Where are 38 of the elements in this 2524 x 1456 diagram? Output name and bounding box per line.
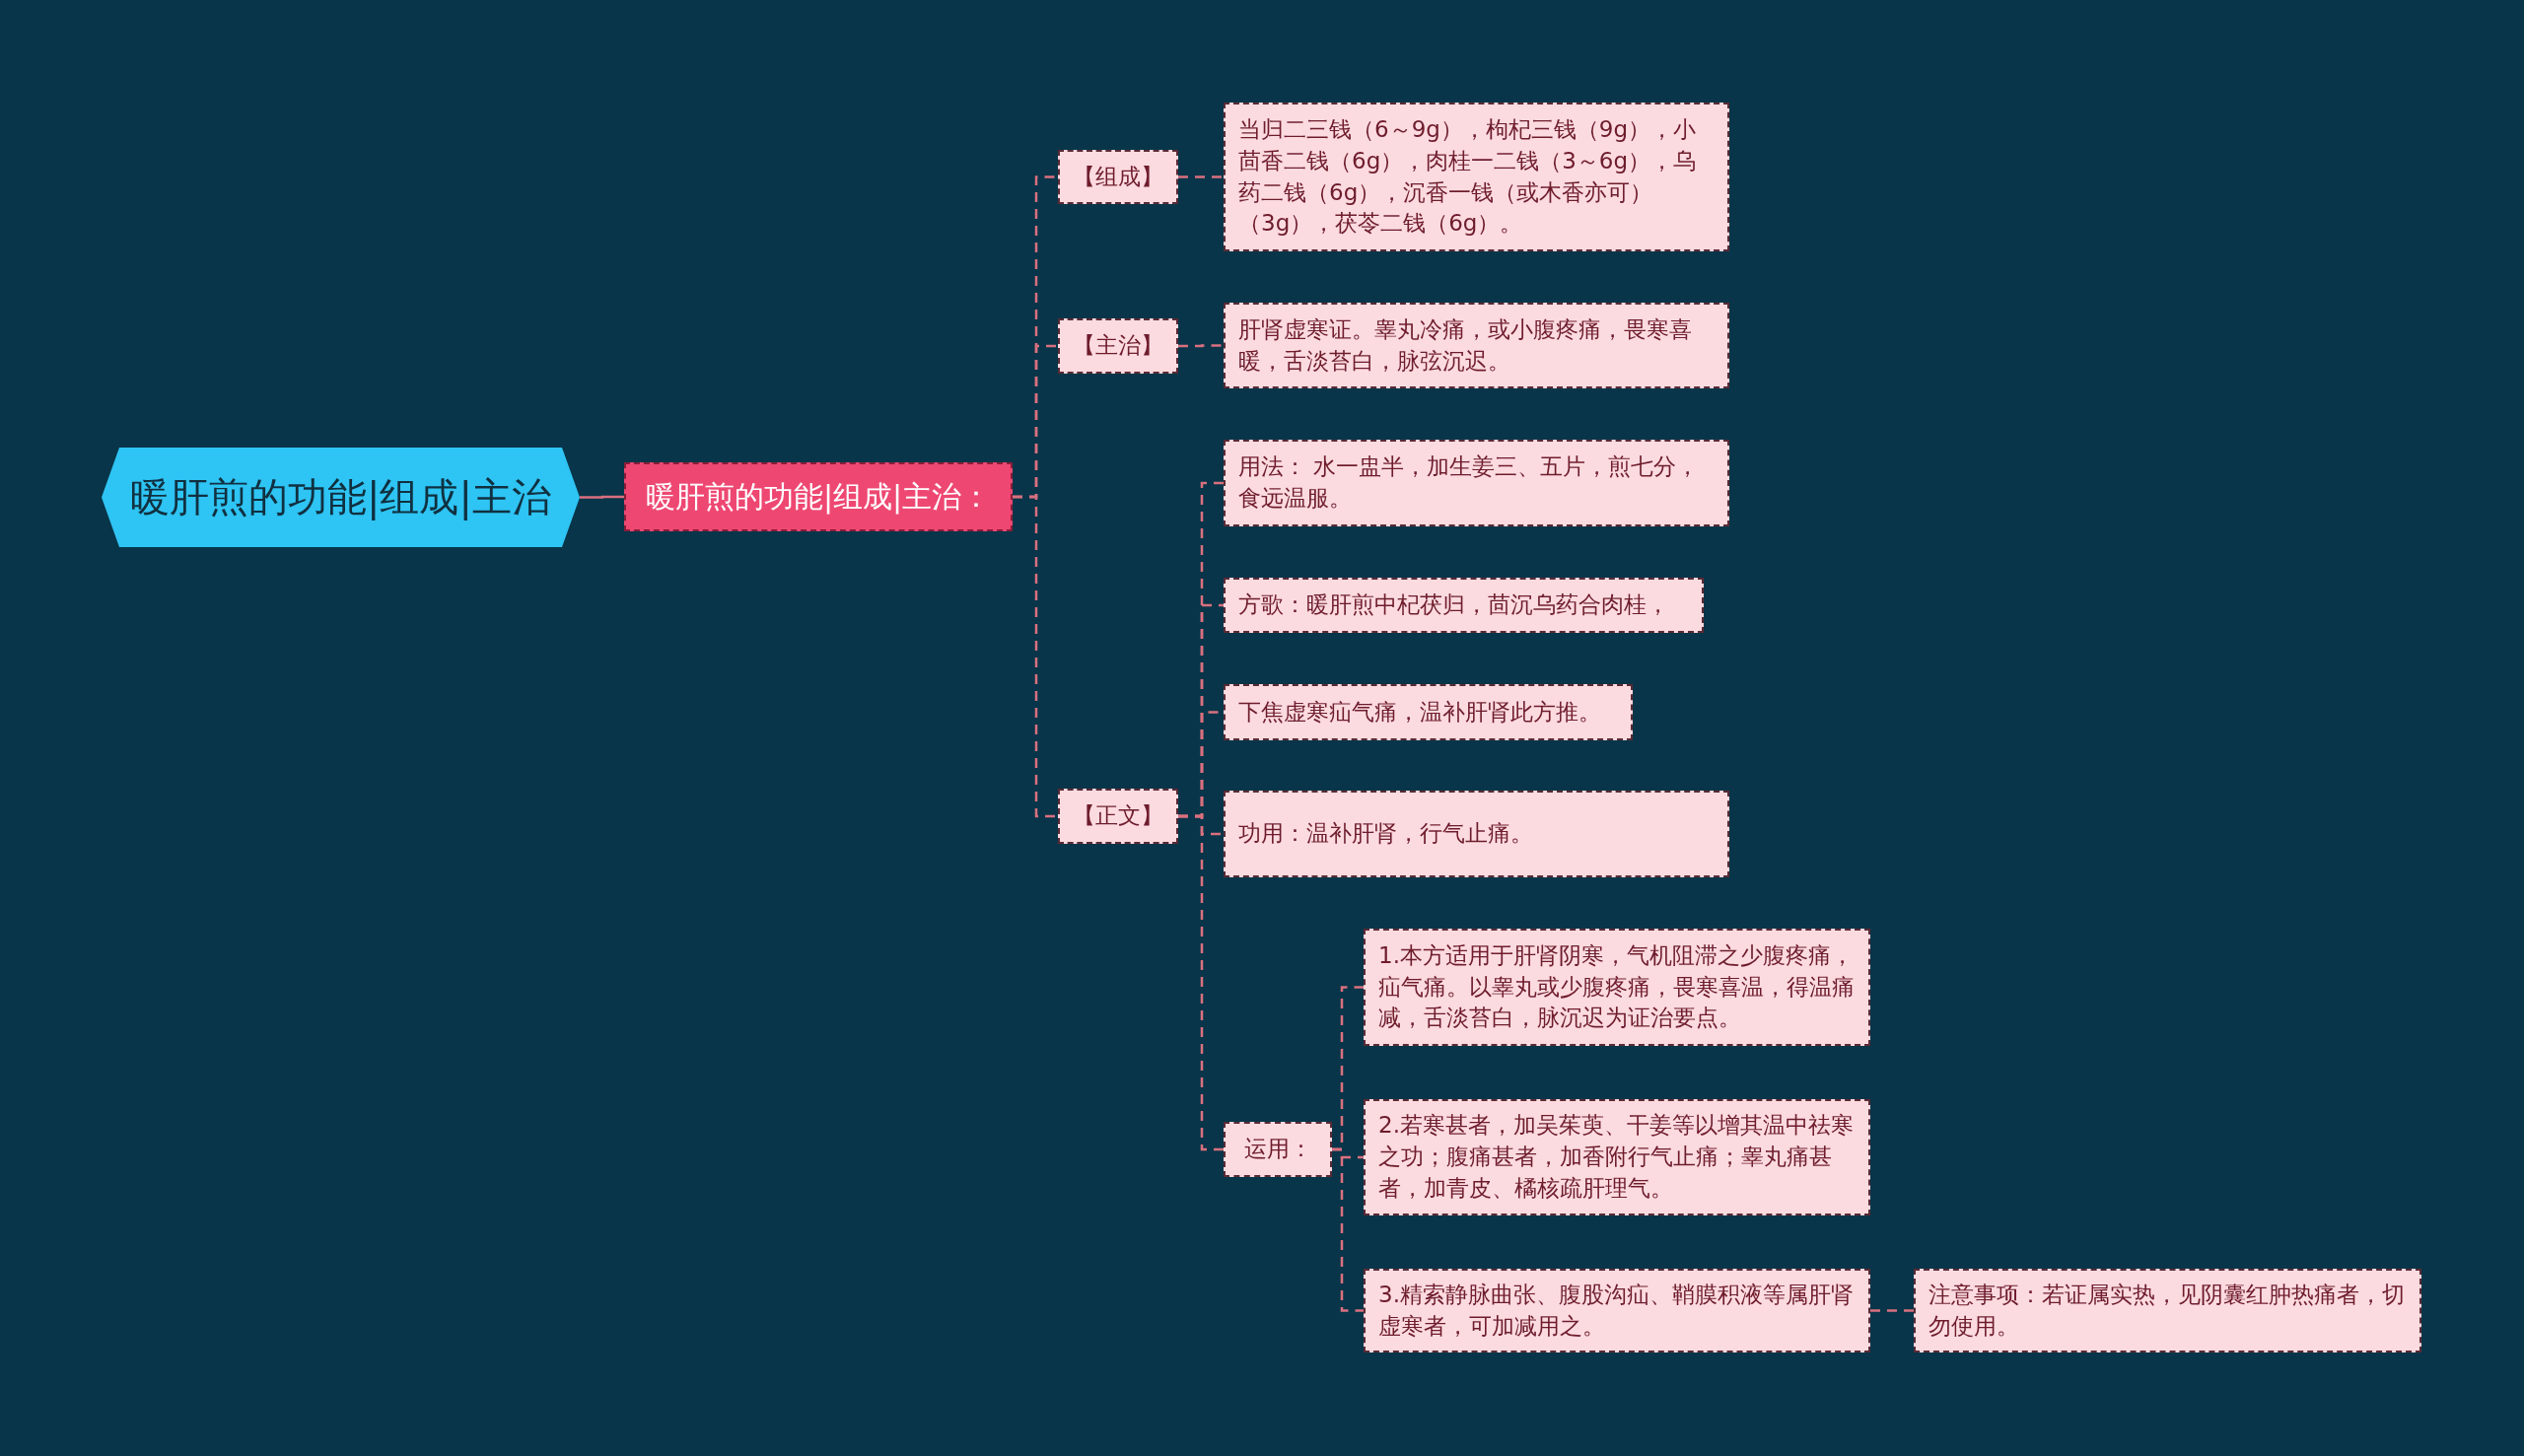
text-box — [1058, 318, 1178, 374]
text-box — [1914, 1269, 2421, 1352]
connector-line — [1013, 495, 1058, 818]
text-box — [1058, 150, 1178, 204]
topic-box — [624, 462, 1013, 531]
text-box — [1058, 789, 1178, 844]
connector-line — [1178, 814, 1224, 1151]
node-text: 【正文】 — [1073, 801, 1163, 831]
text-box — [1364, 1269, 1870, 1352]
node-text: 运用： — [1243, 1135, 1312, 1164]
connector-line — [580, 495, 624, 499]
text-box — [1224, 791, 1729, 877]
text-box — [1224, 684, 1633, 740]
node-text: 【主治】 — [1073, 331, 1163, 361]
connector-line — [1870, 1309, 1914, 1312]
node-text: 肝肾虚寒证。睾丸冷痛，或小腹疼痛，畏寒喜暖，舌淡苔白，脉弦沉迟。 — [1238, 314, 1693, 376]
node-text: 方歌：暖肝煎中杞茯归，茴沉乌药合肉桂， — [1238, 590, 1669, 620]
node-text: 暖肝煎的功能|组成|主治 — [130, 473, 551, 522]
text-box — [1224, 578, 1704, 633]
node-text: 【组成】 — [1073, 162, 1163, 191]
node-text: 当归二三钱（6～9g），枸杞三钱（9g），小茴香二钱（6g），肉桂一二钱（3～6g），乌药二钱（6g），沉香一钱（或木香亦可）（3g），茯苓二钱（6g）。 — [1238, 115, 1698, 239]
text-box — [1224, 1122, 1332, 1177]
text-box — [1224, 440, 1729, 526]
connector-line — [1178, 344, 1224, 348]
node-text: 下焦虚寒疝气痛，温补肝肾此方推。 — [1238, 697, 1601, 727]
node-text: 用法： 水一盅半，加生姜三、五片，煎七分，食远温服。 — [1238, 452, 1701, 513]
node-text: 注意事项：若证属实热，见阴囊红肿热痛者，切勿使用。 — [1928, 1280, 2406, 1341]
node-text: 1.本方适用于肝肾阴寒，气机阻滞之少腹疼痛，疝气痛。以睾丸或少腹疼痛，畏寒喜温，得温痛减，舌淡苔白，脉沉迟为证治要点。 — [1378, 940, 1856, 1033]
node-text: 暖肝煎的功能|组成|主治： — [645, 477, 992, 517]
text-box — [1364, 1099, 1870, 1215]
text-box — [1224, 303, 1729, 388]
connector-line — [1178, 175, 1224, 178]
text-box — [1224, 103, 1729, 251]
connector-line — [1332, 1147, 1364, 1312]
node-text: 功用：温补肝肾，行气止痛。 — [1238, 819, 1533, 849]
node-text: 2.若寒甚者，加吴茱萸、干姜等以增其温中祛寒之功；腹痛甚者，加香附行气止痛；睾丸痛甚者，加青皮、橘核疏肝理气。 — [1378, 1111, 1855, 1203]
node-text: 3.精索静脉曲张、腹股沟疝、鞘膜积液等属肝肾虚寒者，可加减用之。 — [1378, 1280, 1855, 1341]
text-box — [1364, 929, 1870, 1046]
